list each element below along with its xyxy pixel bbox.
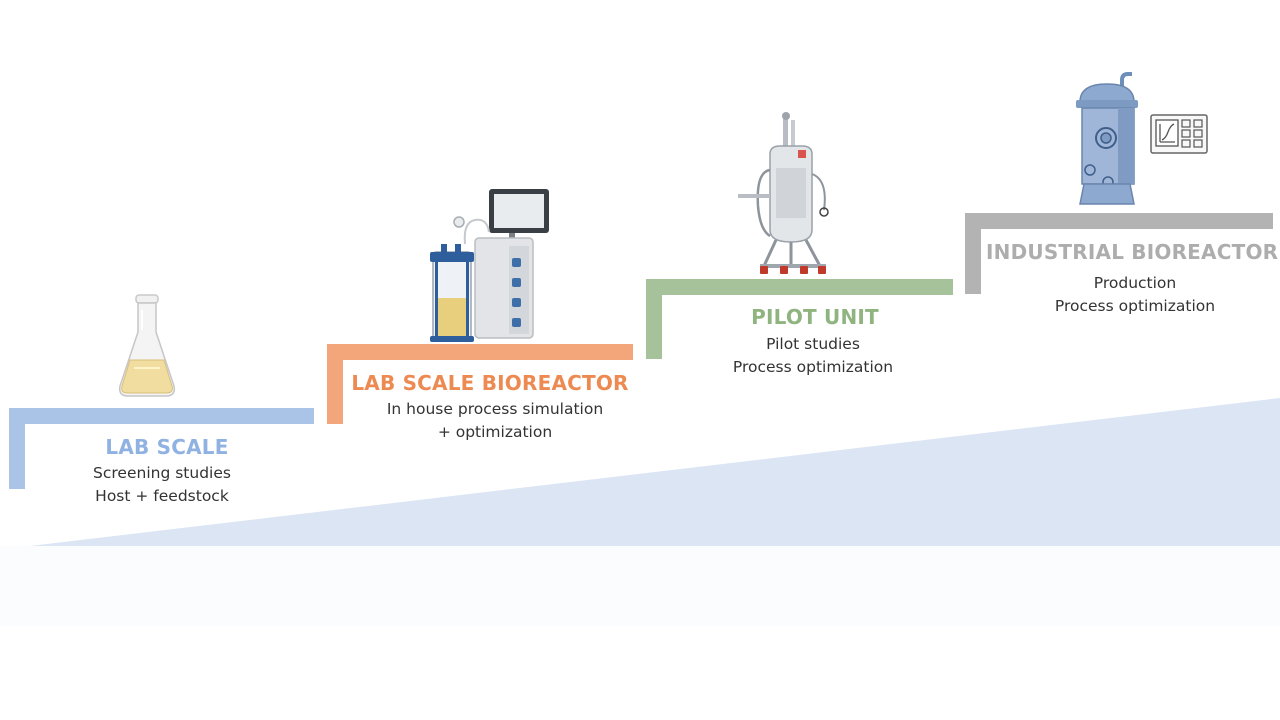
erlenmeyer-flask-icon bbox=[118, 294, 176, 397]
ramp-wedge bbox=[30, 398, 1280, 546]
step-bar-industrial-bioreactor bbox=[965, 213, 1273, 229]
stage-title-industrial-bioreactor: INDUSTRIAL BIOREACTOR bbox=[986, 240, 1279, 264]
ramp-fade bbox=[0, 546, 1280, 626]
stage-description-industrial-bioreactor: Production Process optimization bbox=[1015, 272, 1255, 318]
step-bar-lab-scale bbox=[9, 408, 314, 424]
stage-title-lab-scale-bioreactor: LAB SCALE BIOREACTOR bbox=[351, 371, 629, 395]
stage-line: Process optimization bbox=[732, 358, 894, 376]
stage-description-pilot-unit: Pilot studies Process optimization bbox=[693, 333, 933, 379]
step-bar-pilot-unit bbox=[646, 279, 953, 295]
industrial-tank-icon bbox=[1076, 72, 1138, 205]
stage-title-lab-scale: LAB SCALE bbox=[105, 435, 229, 459]
stage-line: Production bbox=[1093, 274, 1177, 292]
stage-line: Pilot studies bbox=[766, 335, 860, 353]
step-riser-lab-scale-bioreactor bbox=[327, 344, 343, 424]
stage-description-lab-scale-bioreactor: In house process simulation + optimizati… bbox=[357, 398, 633, 444]
pilot-bioreactor-icon bbox=[738, 112, 829, 274]
control-panel-icon bbox=[1150, 114, 1208, 154]
stage-line: In house process simulation bbox=[386, 400, 604, 418]
stage-line: Host + feedstock bbox=[95, 487, 229, 505]
stage-line: + optimization bbox=[437, 423, 553, 441]
step-riser-lab-scale bbox=[9, 408, 25, 489]
step-riser-industrial-bioreactor bbox=[965, 213, 981, 294]
stage-line: Process optimization bbox=[1054, 297, 1216, 315]
step-riser-pilot-unit bbox=[646, 279, 662, 359]
stage-title-pilot-unit: PILOT UNIT bbox=[751, 305, 879, 329]
step-bar-lab-scale-bioreactor bbox=[327, 344, 633, 360]
benchtop-bioreactor-icon bbox=[430, 189, 549, 342]
stage-line: Screening studies bbox=[93, 464, 231, 482]
stage-description-lab-scale: Screening studies Host + feedstock bbox=[42, 462, 282, 508]
